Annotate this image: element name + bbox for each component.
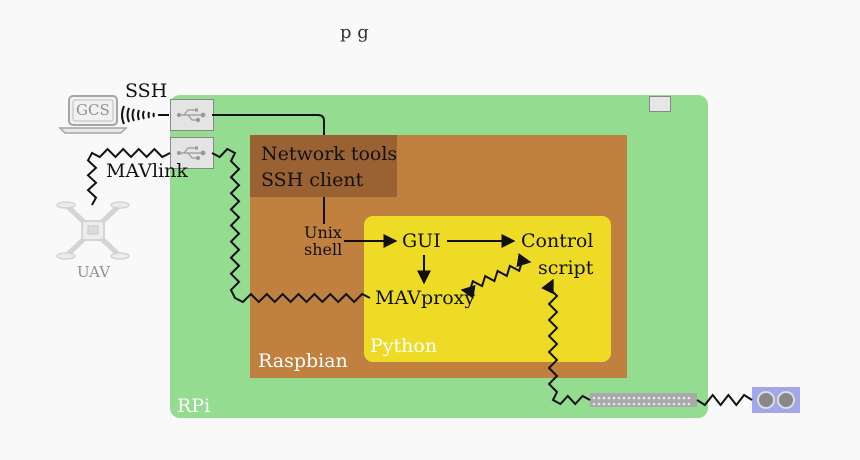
usb-port-icon: [176, 108, 206, 123]
caption: p g: [340, 22, 369, 43]
network-tools-label: Network tools: [261, 143, 398, 165]
rpi-label: RPi: [177, 395, 211, 417]
uav-label: UAV: [77, 263, 111, 281]
shell-label: shell: [304, 240, 343, 259]
gpio-header: [590, 393, 697, 407]
mavlink-label: MAVlink: [106, 160, 188, 182]
raspbian-label: Raspbian: [258, 350, 348, 372]
ultrasonic-sensor-icon: [757, 391, 795, 409]
gcs-label: GCS: [76, 101, 110, 119]
control-label: Control: [521, 230, 594, 252]
usb-port-icon: [176, 146, 206, 161]
ultrasonic-sensor: [752, 387, 800, 413]
ssh-label: SSH: [125, 80, 168, 102]
unix-label: Unix: [304, 223, 342, 242]
ssh-client-label: SSH client: [261, 169, 364, 191]
wifi-waves-icon: [121, 105, 169, 125]
laptop-icon: [58, 95, 128, 134]
drone-icon: [56, 201, 130, 260]
network-tools-box: [250, 135, 397, 197]
usb-port-bottom: [170, 137, 214, 169]
python-label: Python: [370, 335, 438, 357]
script-label: script: [538, 257, 594, 279]
gui-label: GUI: [402, 230, 441, 252]
gpio-header-icon: [592, 396, 691, 406]
mavproxy-label: MAVproxy: [375, 287, 476, 309]
board-chip: [649, 96, 671, 112]
